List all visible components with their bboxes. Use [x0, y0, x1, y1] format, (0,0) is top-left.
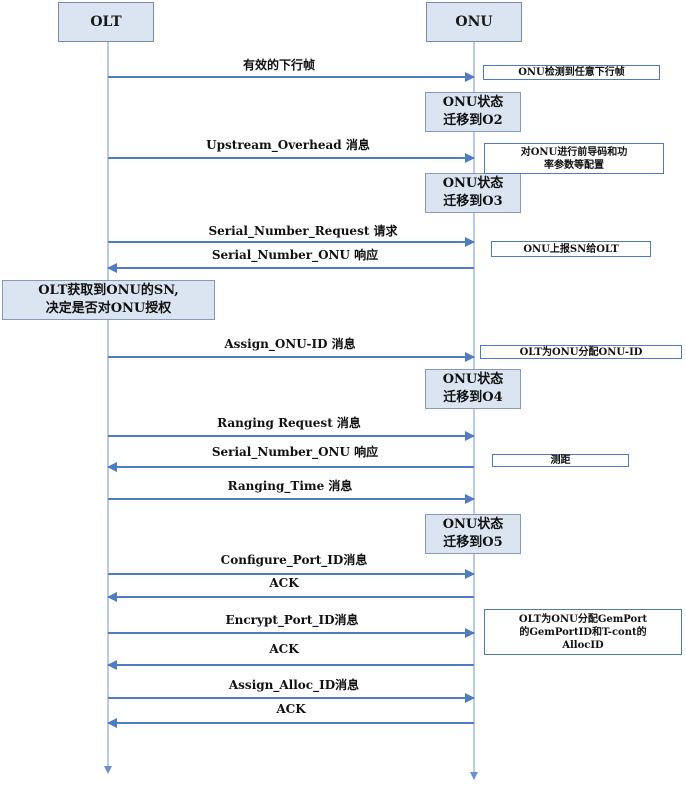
state-box-o4: ONU状态 迁移到O4	[425, 369, 521, 409]
message-label: Ranging Request 消息	[217, 416, 361, 430]
note-ranging: 测距	[492, 454, 629, 467]
note-onu-detect: ONU检测到任意下行帧	[483, 65, 660, 80]
message-label: Assign_Alloc_ID消息	[228, 678, 360, 692]
note-assign-onu-id: OLT为ONU分配ONU-ID	[480, 345, 682, 359]
note-onu-sn-report: ONU上报SN给OLT	[491, 241, 651, 257]
onu-entity-label: ONU	[455, 14, 493, 30]
message-label: 有效的下行帧	[242, 58, 316, 72]
note-onu-config: 对ONU进行前导码和功 率参数等配置	[484, 143, 664, 174]
message-label: Assign_ONU-ID 消息	[224, 337, 356, 351]
message-label: Ranging_Time 消息	[227, 479, 353, 493]
message-label: Upstream_Overhead 消息	[206, 138, 370, 152]
onu-entity-box: ONU	[426, 2, 522, 42]
message-label: Serial_Number_Request 请求	[208, 224, 398, 238]
note-assign-gemport: OLT为ONU分配GemPort 的GemPortID和T-cont的 Allo…	[484, 609, 682, 655]
olt-entity-box: OLT	[58, 2, 154, 42]
state-box-o3: ONU状态 迁移到O3	[425, 173, 521, 213]
state-box-o2: ONU状态 迁移到O2	[425, 92, 521, 132]
olt-entity-label: OLT	[90, 14, 122, 30]
message-label: Serial_Number_ONU 响应	[211, 445, 379, 459]
message-label: ACK	[276, 702, 306, 716]
state-box-o5: ONU状态 迁移到O5	[425, 514, 521, 554]
message-label: ACK	[269, 642, 299, 656]
message-label: Serial_Number_ONU 响应	[211, 248, 379, 262]
message-label: Encrypt_Port_ID消息	[225, 613, 359, 627]
message-label: Configure_Port_ID消息	[220, 553, 368, 567]
message-label: ACK	[269, 576, 299, 590]
olt-authorization-note: OLT获取到ONU的SN, 决定是否对ONU授权	[2, 280, 215, 320]
